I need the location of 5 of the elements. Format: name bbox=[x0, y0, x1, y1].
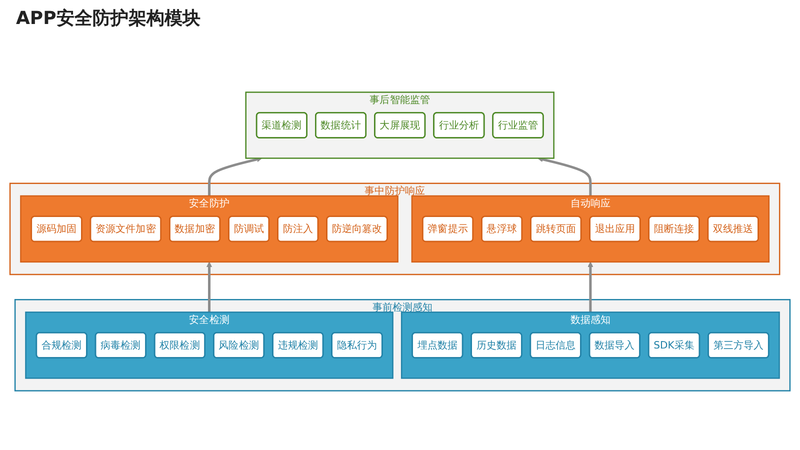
diagram-title: APP安全防护架构模块 bbox=[16, 7, 202, 30]
arrow bbox=[538, 156, 592, 196]
arrow bbox=[206, 261, 212, 312]
arrow bbox=[588, 261, 594, 312]
arrow bbox=[208, 156, 262, 196]
